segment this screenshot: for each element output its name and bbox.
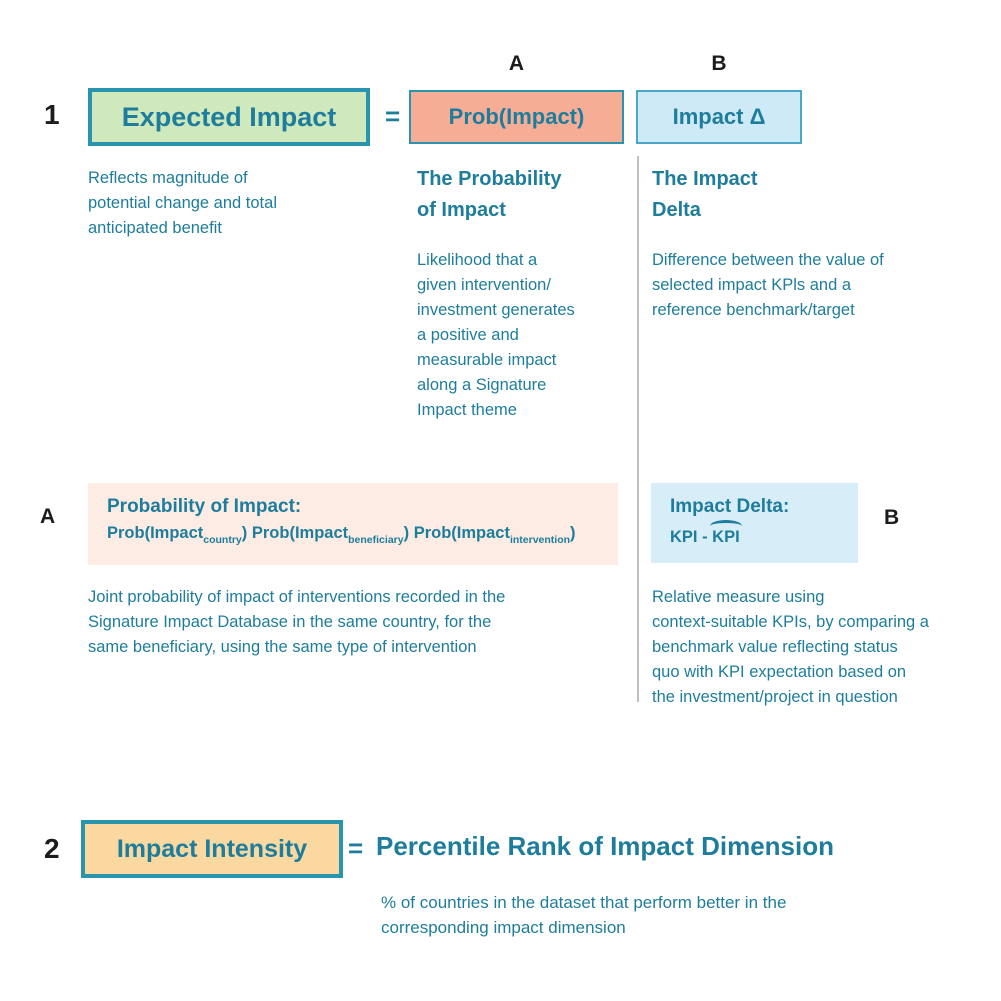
prob-impact-box: Prob(Impact)	[409, 90, 624, 144]
delta-formula-panel: Impact Delta: KPI - KPI	[651, 483, 858, 563]
term-b-letter: B	[711, 52, 727, 75]
delta-panel-title: Impact Delta:	[670, 496, 790, 517]
impact-intensity-box: Impact Intensity	[81, 820, 343, 878]
probability-heading: The Probability of Impact	[417, 168, 562, 221]
probability-formula-panel: Probability of Impact: Prob(Impactcountr…	[88, 483, 618, 565]
column-divider	[637, 156, 639, 702]
term-a-letter: A	[508, 52, 525, 75]
subscript-country: country	[203, 534, 242, 546]
percentile-rank-label: Percentile Rank of Impact Dimension	[376, 831, 835, 861]
section-2-number: 2	[44, 833, 60, 864]
impact-delta-label: Impact Δ	[672, 104, 766, 129]
impact-intensity-label: Impact Intensity	[116, 834, 308, 863]
delta-description: Difference between the value of selected…	[652, 251, 884, 320]
percentile-description: % of countries in the dataset that perfo…	[381, 893, 787, 938]
equals-sign-1: =	[385, 101, 401, 131]
kpi-hat-term: KPI	[710, 520, 742, 546]
probability-panel-title: Probability of Impact:	[107, 496, 302, 517]
delta-formula: KPI - KPI	[670, 520, 742, 546]
equals-sign-2: =	[348, 833, 364, 863]
expected-impact-box: Expected Impact	[88, 88, 370, 146]
impact-delta-box: Impact Δ	[636, 90, 802, 144]
probability-formula: Prob(Impactcountry) Prob(Impactbeneficia…	[107, 524, 576, 546]
detail-a-letter: A	[40, 505, 56, 528]
expected-impact-description: Reflects magnitude of potential change a…	[88, 169, 277, 238]
subscript-intervention: intervention	[509, 534, 571, 546]
subscript-beneficiary: beneficiary	[348, 534, 404, 546]
relative-measure-description: Relative measure using context-suitable …	[652, 588, 929, 707]
joint-probability-description: Joint probability of impact of intervent…	[88, 588, 506, 657]
detail-b-letter: B	[884, 506, 900, 529]
expected-impact-label: Expected Impact	[121, 101, 337, 132]
section-1-number: 1	[44, 99, 60, 130]
prob-impact-label: Prob(Impact)	[448, 104, 585, 129]
probability-description: Likelihood that a given intervention/ in…	[417, 251, 575, 420]
delta-heading: The Impact Delta	[652, 168, 758, 221]
